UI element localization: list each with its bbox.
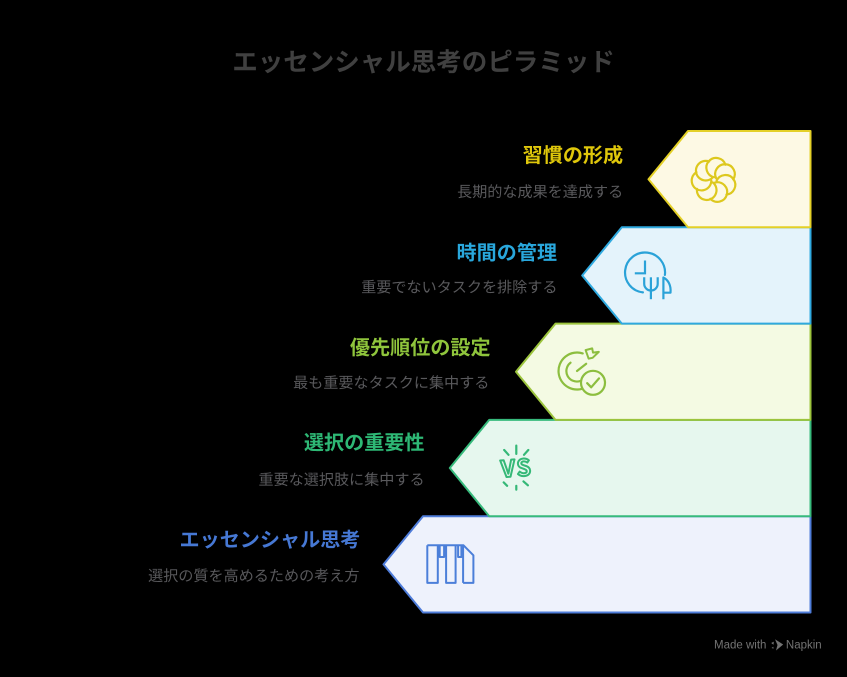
svg-text:Made with: Made with <box>714 640 766 652</box>
svg-text:Napkin: Napkin <box>786 640 822 652</box>
